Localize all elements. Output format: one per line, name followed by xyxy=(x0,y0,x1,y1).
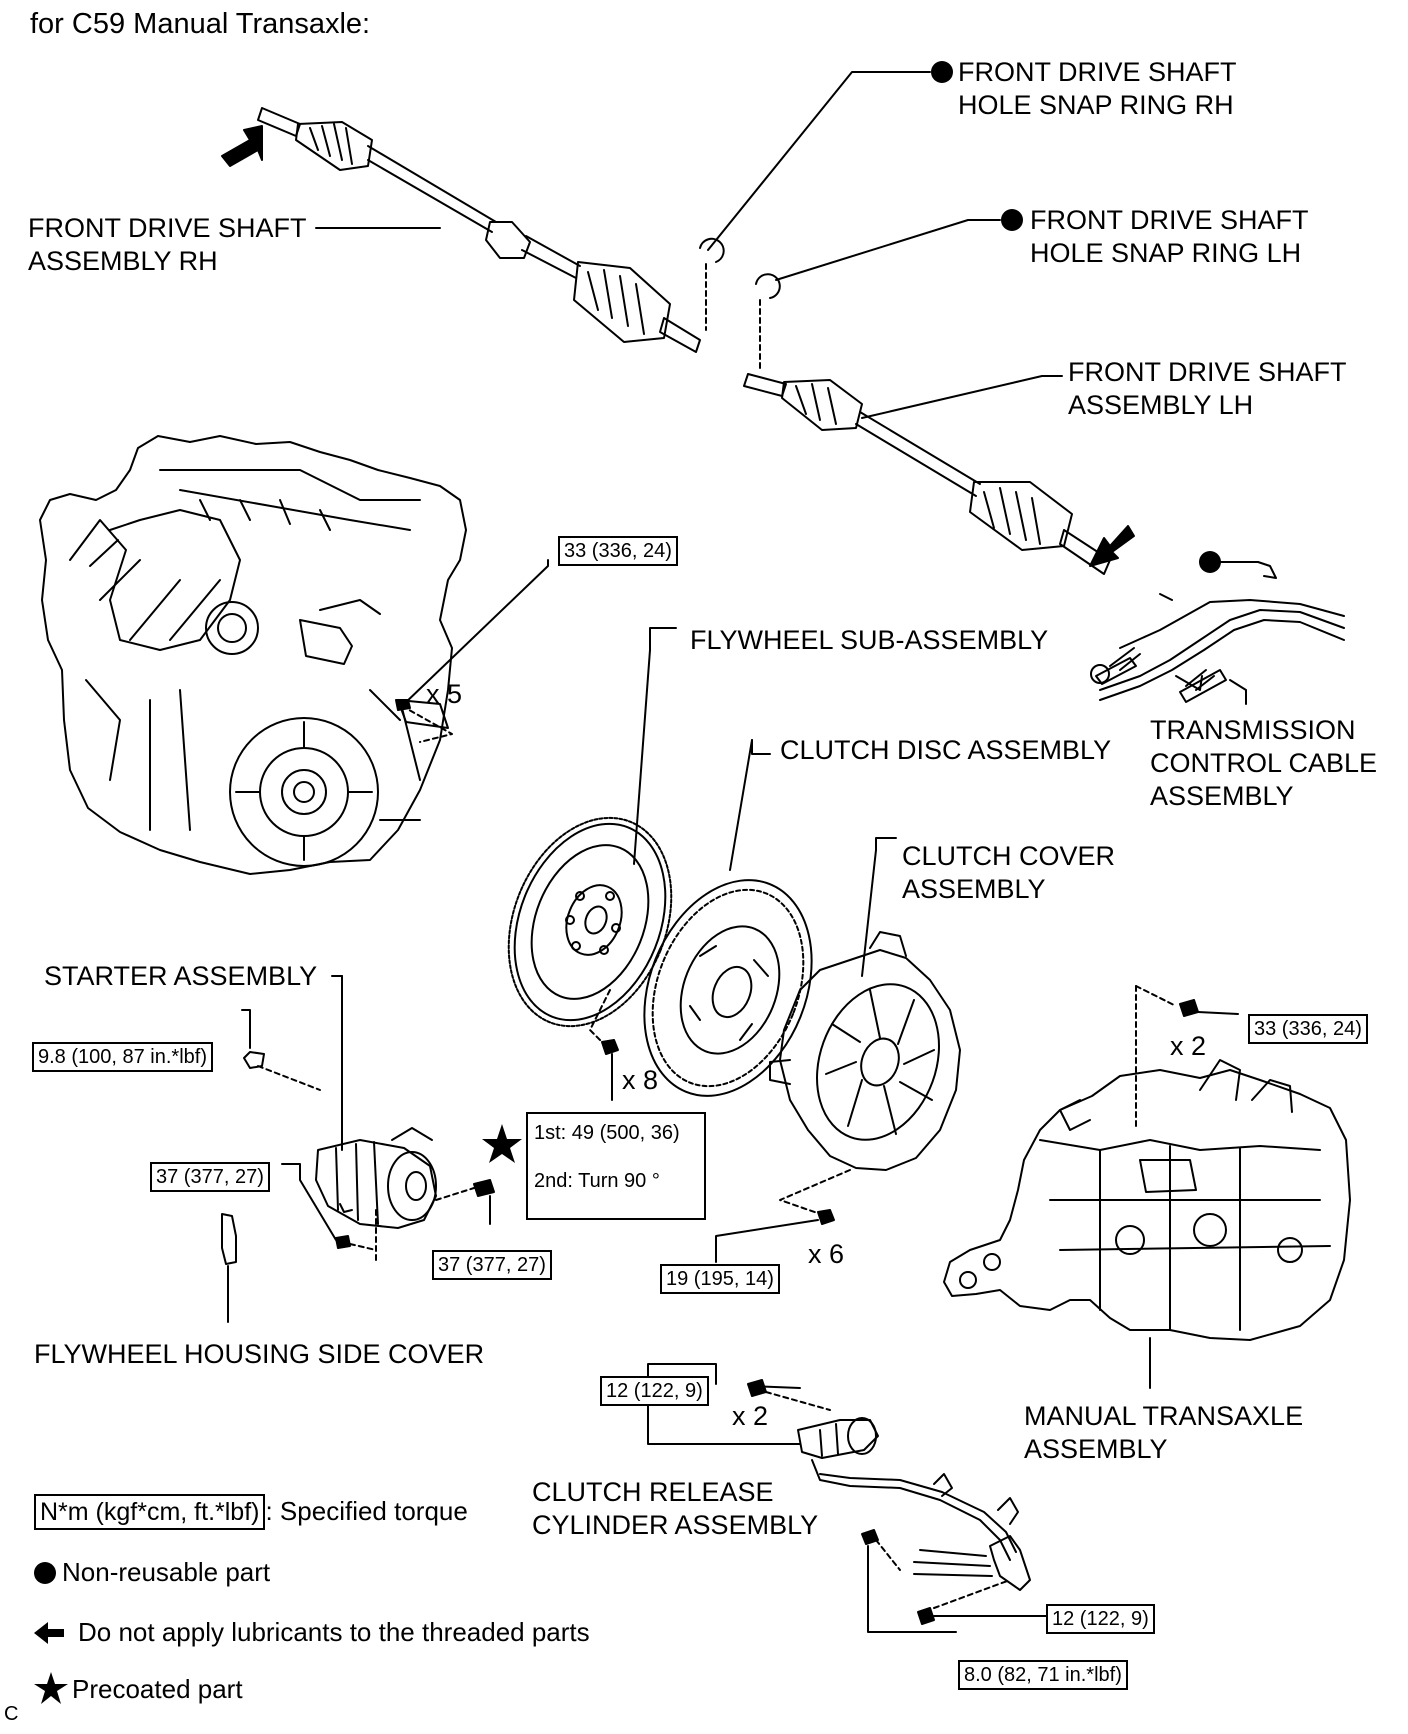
label-flywheel-housing-cover: FLYWHEEL HOUSING SIDE COVER xyxy=(34,1339,485,1369)
torque-release-bottom: 12 (122, 9) xyxy=(1046,1604,1155,1634)
torque-flywheel-1st: 1st: 49 (500, 36) xyxy=(534,1122,680,1144)
legend-non-reusable: Non-reusable part xyxy=(34,1556,270,1588)
qty-release-bolts: x 2 xyxy=(732,1401,769,1431)
corner-mark: C xyxy=(4,1703,19,1725)
engine-drawing xyxy=(39,435,467,875)
label-transmission-cable: TRANSMISSION CONTROL CABLE ASSEMBLY xyxy=(1150,715,1378,811)
torque-starter-right: 37 (377, 27) xyxy=(432,1250,552,1280)
legend-torque-text: : Specified torque xyxy=(265,1496,468,1526)
clutch-cover-drawing xyxy=(769,931,961,1171)
label-drive-shaft-rh: FRONT DRIVE SHAFT ASSEMBLY RH xyxy=(28,213,307,276)
torque-flywheel-bolts: 1st: 49 (500, 36) 2nd: Turn 90 ° xyxy=(526,1112,706,1220)
qty-flywheel-bolts: x 8 xyxy=(622,1065,659,1095)
label-clutch-cover: CLUTCH COVER ASSEMBLY xyxy=(902,841,1116,904)
clutch-release-cylinder-drawing xyxy=(797,1417,1031,1591)
torque-transaxle-bolts: 33 (336, 24) xyxy=(1248,1014,1368,1044)
precoated-star-flywheel xyxy=(482,1124,522,1163)
non-reusable-dot-snap-rh xyxy=(931,61,953,83)
label-drive-shaft-lh: FRONT DRIVE SHAFT ASSEMBLY LH xyxy=(1068,357,1347,420)
torque-release-top: 12 (122, 9) xyxy=(600,1376,709,1406)
legend-non-reusable-text: Non-reusable part xyxy=(62,1557,271,1587)
torque-flywheel-2nd: 2nd: Turn 90 ° xyxy=(534,1170,660,1192)
legend-precoated: Precoated part xyxy=(34,1672,243,1705)
drive-shaft-lh-drawing xyxy=(743,373,1111,575)
label-starter: STARTER ASSEMBLY xyxy=(44,961,318,991)
label-clutch-release-cylinder: CLUTCH RELEASE CYLINDER ASSEMBLY xyxy=(532,1477,819,1540)
torque-engine-bolts: 33 (336, 24) xyxy=(558,536,678,566)
label-snap-ring-rh: FRONT DRIVE SHAFT HOLE SNAP RING RH xyxy=(958,57,1237,120)
torque-clutch-cover-bolts: 19 (195, 14) xyxy=(660,1264,780,1294)
label-clutch-disc: CLUTCH DISC ASSEMBLY xyxy=(780,735,1112,765)
torque-starter-left: 37 (377, 27) xyxy=(150,1162,270,1192)
qty-engine-bolts: x 5 xyxy=(426,679,463,709)
legend-torque: N*m (kgf*cm, ft.*lbf): Specified torque xyxy=(34,1494,468,1530)
qty-transaxle-bolts: x 2 xyxy=(1170,1031,1207,1061)
label-snap-ring-lh: FRONT DRIVE SHAFT HOLE SNAP RING LH xyxy=(1030,205,1309,268)
flywheel-drawing xyxy=(507,816,673,1028)
non-reusable-dot-snap-lh xyxy=(1001,209,1023,231)
arrow-left-icon xyxy=(34,1622,64,1644)
manual-transaxle-drawing xyxy=(943,1059,1351,1341)
snap-ring-rh-drawing xyxy=(699,237,725,263)
legend-precoated-text: Precoated part xyxy=(72,1674,243,1704)
legend-torque-box: N*m (kgf*cm, ft.*lbf) xyxy=(34,1494,266,1530)
torque-release-hose: 8.0 (82, 71 in.*lbf) xyxy=(958,1660,1128,1690)
legend-no-lubricant-text: Do not apply lubricants to the threaded … xyxy=(78,1617,590,1647)
clutch-disc-drawing xyxy=(643,879,813,1097)
label-manual-transaxle: MANUAL TRANSAXLE ASSEMBLY xyxy=(1024,1401,1304,1464)
page-title: for C59 Manual Transaxle: xyxy=(30,8,371,40)
flywheel-housing-cover-drawing xyxy=(221,1213,237,1265)
label-flywheel: FLYWHEEL SUB-ASSEMBLY xyxy=(690,625,1049,655)
snap-ring-lh-drawing xyxy=(755,273,781,299)
torque-starter-small: 9.8 (100, 87 in.*lbf) xyxy=(32,1042,213,1072)
no-lubricant-arrow-lh xyxy=(1089,525,1135,567)
drive-shaft-rh-drawing xyxy=(257,107,701,353)
qty-cover-bolts: x 6 xyxy=(808,1239,845,1269)
no-lubricant-arrow-rh xyxy=(221,125,263,167)
starter-drawing xyxy=(315,1127,437,1229)
star-icon xyxy=(34,1672,68,1704)
non-reusable-dot-icon xyxy=(34,1562,56,1584)
non-reusable-dot-cable xyxy=(1199,551,1221,573)
legend-no-lubricant: Do not apply lubricants to the threaded … xyxy=(34,1616,590,1648)
transmission-cable-drawing xyxy=(1090,561,1345,703)
